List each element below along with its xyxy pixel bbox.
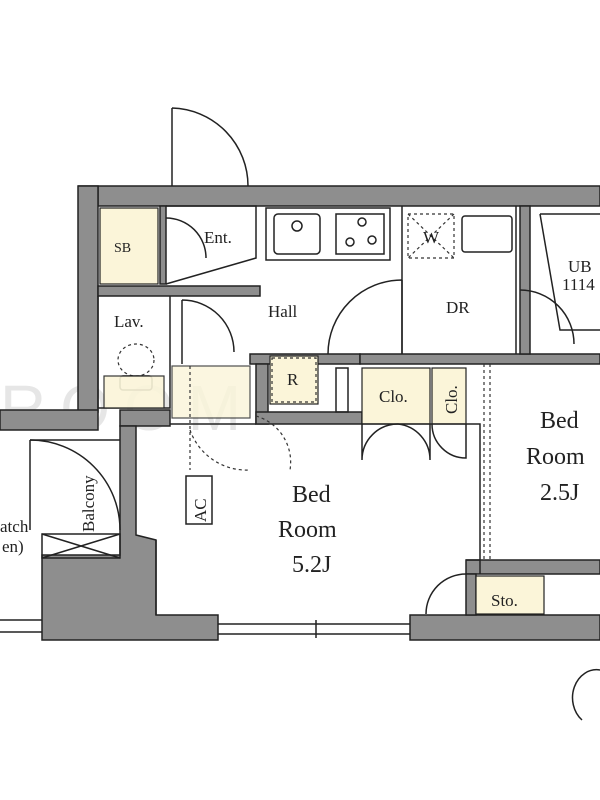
label-unit-bath: UB xyxy=(568,257,592,276)
interior-lines xyxy=(30,205,600,721)
label-refrigerator: R xyxy=(287,370,299,389)
label-bedroom-main-size: 5.2J xyxy=(292,552,331,578)
label-hatch-2: en) xyxy=(2,537,24,556)
label-bedroom-main-1: Bed xyxy=(292,482,331,508)
label-bedroom-main-2: Room xyxy=(278,517,337,543)
label-storage: Sto. xyxy=(491,591,518,610)
label-hall: Hall xyxy=(268,302,298,321)
label-balcony: Balcony xyxy=(79,475,98,532)
doors xyxy=(0,107,575,633)
label-washer: W xyxy=(423,228,440,247)
label-entrance: Ent. xyxy=(204,228,232,247)
closet-1 xyxy=(361,367,431,425)
label-hatch-1: atch xyxy=(0,517,29,536)
label-ac: AC xyxy=(191,498,210,522)
label-shoe-box: SB xyxy=(114,241,131,256)
label-bedroom-second-size: 2.5J xyxy=(540,480,579,506)
storage xyxy=(475,575,545,615)
room-labels: SB Ent. Hall Lav. R W DR UB 1114 Clo. Cl… xyxy=(0,228,595,610)
label-unit-bath-size: 1114 xyxy=(562,275,595,294)
closet-2 xyxy=(431,367,467,425)
label-dining: DR xyxy=(446,298,470,317)
label-bedroom-second-1: Bed xyxy=(540,408,579,434)
label-lavatory: Lav. xyxy=(114,312,144,331)
label-closet-1: Clo. xyxy=(379,387,408,406)
label-closet-2: Clo. xyxy=(442,385,461,414)
label-bedroom-second-2: Room xyxy=(526,444,585,470)
walls xyxy=(0,185,600,641)
shoe-box xyxy=(99,207,159,285)
